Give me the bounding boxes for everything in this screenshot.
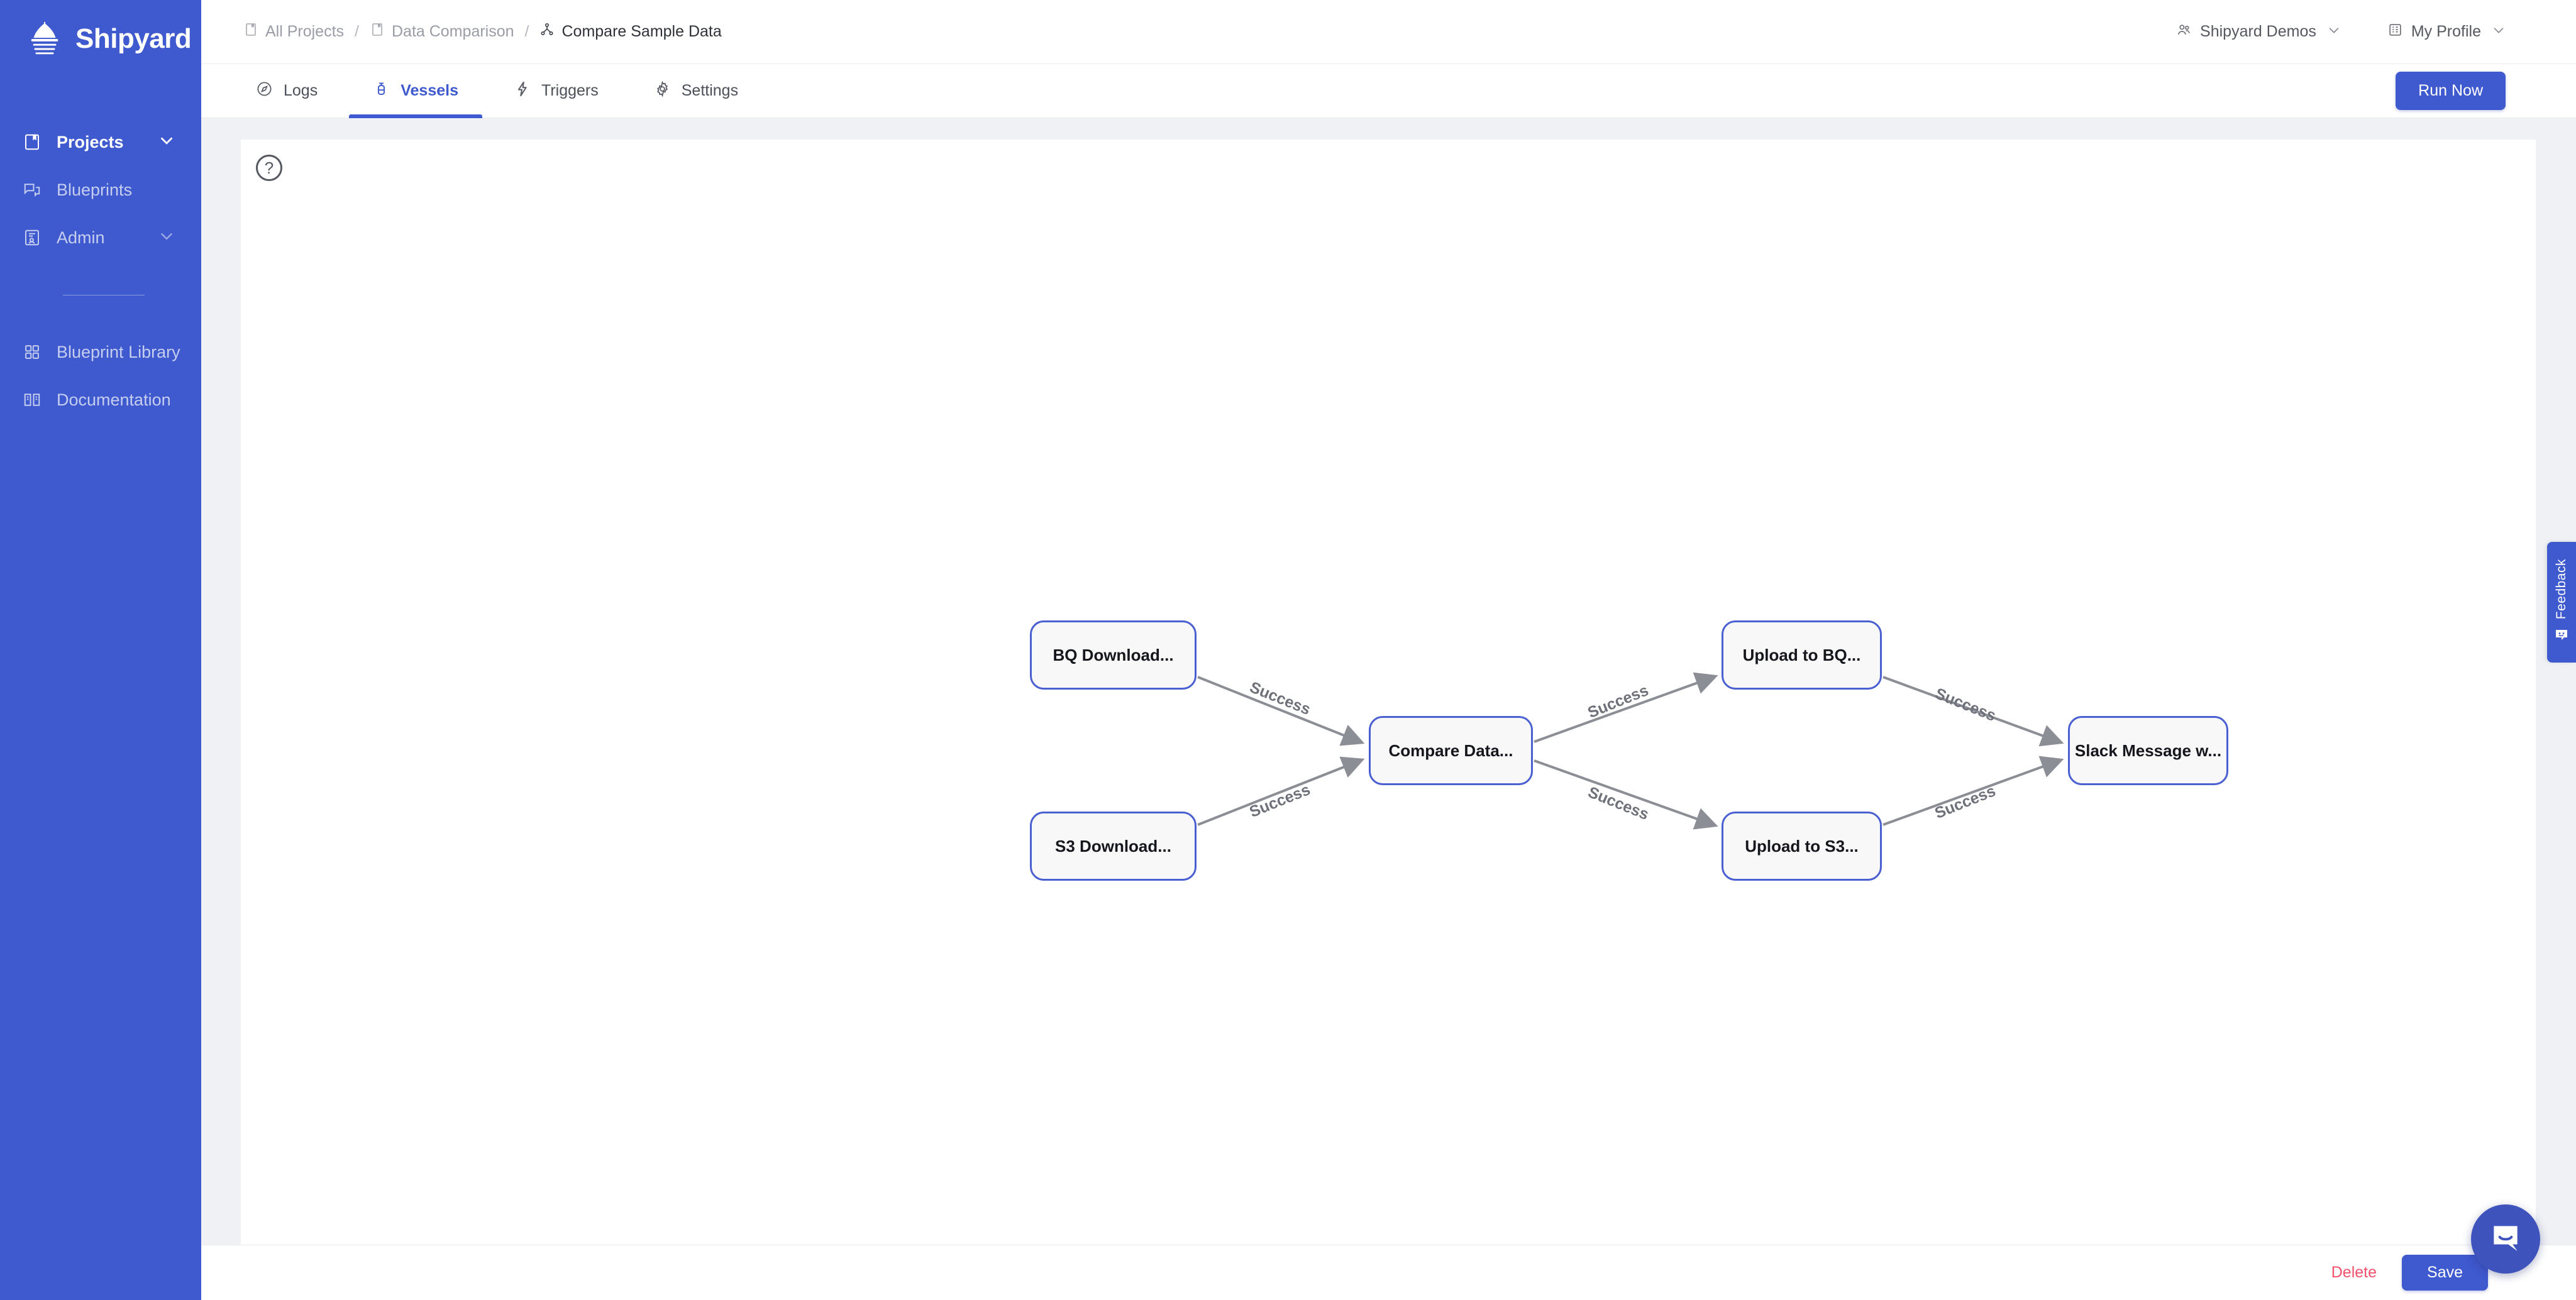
sidebar-item-label: Admin xyxy=(57,228,105,247)
project-page-icon xyxy=(243,22,258,41)
breadcrumb-label: All Projects xyxy=(265,23,345,40)
flow-node-upload-to-bq[interactable]: Upload to BQ... xyxy=(1722,620,1882,690)
chevron-down-icon[interactable] xyxy=(158,228,175,248)
delete-button[interactable]: Delete xyxy=(2331,1264,2377,1281)
open-book-icon xyxy=(21,389,43,410)
profile-card-icon xyxy=(2387,22,2403,42)
flow-node-label: Compare Data... xyxy=(1388,741,1513,760)
profile-menu[interactable]: My Profile xyxy=(2387,22,2506,42)
flow-node-bq-download[interactable]: BQ Download... xyxy=(1030,620,1197,690)
edge-upload-to-bq-to-slack-message xyxy=(1882,676,2064,747)
sidebar-item-label: Blueprints xyxy=(57,180,133,199)
edge-s3-download-to-compare-data xyxy=(1197,756,1365,826)
breadcrumb-item-all-projects[interactable]: All Projects xyxy=(243,22,344,41)
sidebar-nav: Projects Blueprints xyxy=(0,118,201,424)
run-now-button[interactable]: Run Now xyxy=(2396,72,2506,110)
project-page-icon xyxy=(370,22,385,41)
tab-label: Settings xyxy=(681,82,739,99)
blueprint-flag-icon xyxy=(21,179,43,201)
question-circle-icon[interactable]: ? xyxy=(256,155,282,181)
tab-settings[interactable]: Settings xyxy=(626,64,766,118)
fleet-nodes-icon xyxy=(539,22,555,41)
topbar-right: Shipyard Demos My Profile xyxy=(2176,22,2576,42)
profile-menu-label: My Profile xyxy=(2411,23,2481,40)
admin-user-card-icon xyxy=(21,227,43,248)
brand-logo[interactable]: Shipyard xyxy=(0,0,201,64)
book-bookmark-icon xyxy=(21,131,43,153)
vessel-buoy-icon xyxy=(373,80,390,102)
edge-upload-to-s3-to-slack-message xyxy=(1882,756,2064,826)
tab-label: Vessels xyxy=(401,82,458,99)
sidebar-item-documentation[interactable]: Documentation xyxy=(0,376,201,424)
edge-compare-data-to-upload-to-s3 xyxy=(1534,759,1718,830)
flow-edges-layer xyxy=(1197,672,2064,830)
sidebar-item-projects[interactable]: Projects xyxy=(0,118,201,166)
brand-name: Shipyard xyxy=(75,23,192,54)
sidebar-item-admin[interactable]: Admin xyxy=(0,214,201,262)
flow-node-label: S3 Download... xyxy=(1055,836,1171,856)
flow-node-slack-message[interactable]: Slack Message w... xyxy=(2068,716,2228,785)
feedback-smiley-chat-icon xyxy=(2554,627,2569,646)
tab-triggers[interactable]: Triggers xyxy=(486,64,626,118)
flow-node-label: Upload to BQ... xyxy=(1742,645,1861,664)
grid-squares-icon xyxy=(21,341,43,363)
lightning-bolt-icon xyxy=(514,80,531,102)
sidebar-item-label: Blueprint Library xyxy=(57,342,180,361)
tab-label: Triggers xyxy=(541,82,599,99)
top-bar: All Projects / Data Comparison / xyxy=(201,0,2576,64)
compass-icon xyxy=(256,80,273,102)
edge-compare-data-to-upload-to-bq xyxy=(1534,672,1718,743)
sidebar-secondary-group: Blueprint Library Documentation xyxy=(0,328,201,424)
flow-node-s3-download[interactable]: S3 Download... xyxy=(1030,812,1197,881)
flow-node-compare-data[interactable]: Compare Data... xyxy=(1369,716,1533,785)
sidebar-item-blueprint-library[interactable]: Blueprint Library xyxy=(0,328,201,376)
chevron-down-icon xyxy=(2327,23,2341,41)
fleet-flow-diagram[interactable]: BQ Download... S3 Download... Compare Da… xyxy=(241,140,2536,1245)
breadcrumb-item-compare-sample-data: Compare Sample Data xyxy=(539,22,722,41)
flow-canvas-card: ? xyxy=(241,140,2536,1245)
intercom-chat-bubble-icon xyxy=(2488,1220,2523,1259)
tab-vessels[interactable]: Vessels xyxy=(345,64,486,118)
flow-node-label: Slack Message w... xyxy=(2074,741,2222,760)
org-people-icon xyxy=(2176,22,2192,42)
sidebar-item-label: Projects xyxy=(57,132,124,151)
edge-bq-download-to-compare-data xyxy=(1197,676,1365,746)
breadcrumb-item-data-comparison[interactable]: Data Comparison xyxy=(370,22,514,41)
tab-label: Logs xyxy=(284,82,318,99)
sidebar-item-blueprints[interactable]: Blueprints xyxy=(0,166,201,214)
tab-logs[interactable]: Logs xyxy=(228,64,345,118)
chevron-down-icon xyxy=(2492,23,2506,41)
feedback-tab-label: Feedback xyxy=(2554,559,2568,620)
tab-bar: Logs Vessels Triggers xyxy=(201,64,2576,118)
flow-node-label: BQ Download... xyxy=(1053,645,1174,664)
flow-node-upload-to-s3[interactable]: Upload to S3... xyxy=(1722,812,1882,881)
breadcrumb-separator: / xyxy=(355,23,359,40)
sidebar: Shipyard Projects xyxy=(0,0,201,1300)
intercom-chat-button[interactable] xyxy=(2471,1204,2540,1274)
flow-node-label: Upload to S3... xyxy=(1745,836,1859,856)
save-button[interactable]: Save xyxy=(2402,1255,2488,1291)
org-switcher[interactable]: Shipyard Demos xyxy=(2176,22,2341,42)
breadcrumb-separator: / xyxy=(524,23,529,40)
chevron-down-icon[interactable] xyxy=(158,133,175,152)
org-switcher-label: Shipyard Demos xyxy=(2200,23,2316,40)
gear-icon xyxy=(654,80,671,102)
breadcrumb-label: Data Comparison xyxy=(392,23,514,40)
shipyard-sailboat-logo-icon xyxy=(25,19,64,58)
breadcrumb-label: Compare Sample Data xyxy=(561,23,722,40)
tab-list: Logs Vessels Triggers xyxy=(201,64,766,118)
content-area: ? xyxy=(201,118,2576,1300)
footer-action-bar: Delete Save xyxy=(201,1245,2576,1300)
feedback-tab[interactable]: Feedback xyxy=(2547,542,2576,663)
sidebar-item-label: Documentation xyxy=(57,390,171,409)
breadcrumb: All Projects / Data Comparison / xyxy=(201,22,722,41)
